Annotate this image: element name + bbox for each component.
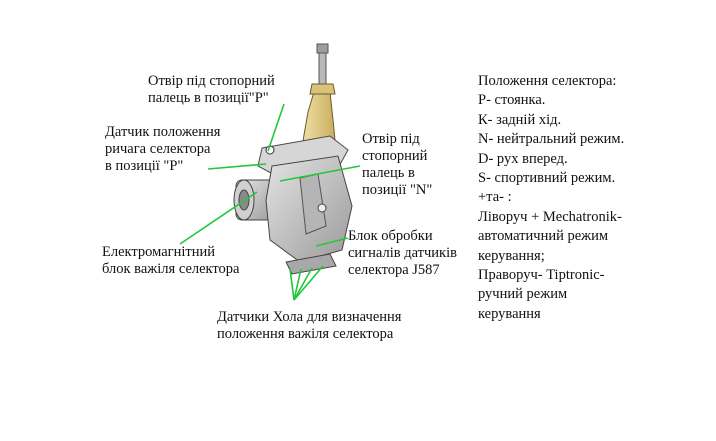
lever-head xyxy=(309,83,336,95)
leader-lines xyxy=(179,103,361,301)
housing-bolt xyxy=(317,203,327,213)
selector-positions-legend: Положення селектора: Р- стоянка. К- задн… xyxy=(478,73,625,322)
